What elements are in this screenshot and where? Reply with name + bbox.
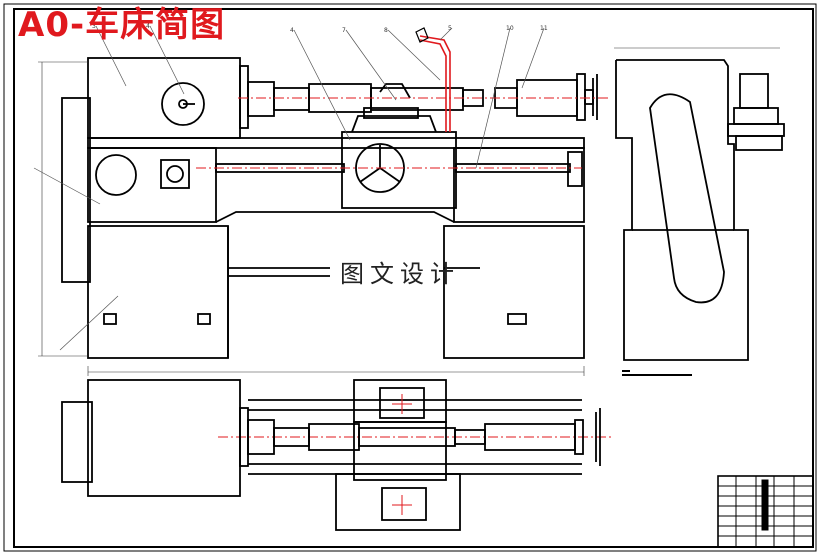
right-cabinet <box>443 225 585 359</box>
side-motor <box>739 73 769 109</box>
leader-lines <box>33 25 545 351</box>
dimensions <box>38 47 780 376</box>
side-arm <box>649 93 725 304</box>
side-view <box>615 59 785 361</box>
callout-10: 10 <box>506 25 514 32</box>
callout-3: 3 <box>92 23 96 30</box>
callout-4b: 4 <box>290 27 294 34</box>
drawing-title: A0-车床简图 <box>18 5 226 45</box>
top-centerlines <box>392 394 412 515</box>
callout-labels: 3 4 4 7 8 5 10 11 <box>92 23 548 34</box>
callout-5: 5 <box>448 25 452 32</box>
top-view <box>61 379 601 531</box>
headstock-dial <box>161 82 205 126</box>
headstock <box>87 57 241 139</box>
gearbox-dial <box>95 154 137 196</box>
lathe-bed <box>87 137 585 149</box>
front-view <box>61 57 598 359</box>
callout-4a: 4 <box>146 23 150 30</box>
left-cabinet <box>87 225 229 359</box>
callout-8: 8 <box>384 27 388 34</box>
watermark-text: 图文设计 <box>340 260 460 288</box>
inner-border <box>13 8 814 548</box>
callout-7: 7 <box>342 27 346 34</box>
title-block <box>717 475 814 548</box>
callout-11: 11 <box>540 25 548 32</box>
apron <box>341 131 457 209</box>
centerlines <box>196 97 612 438</box>
top-headstock <box>87 379 241 497</box>
top-carriage <box>353 379 447 423</box>
outer-border <box>3 3 817 552</box>
coolant-pipe <box>419 35 451 132</box>
